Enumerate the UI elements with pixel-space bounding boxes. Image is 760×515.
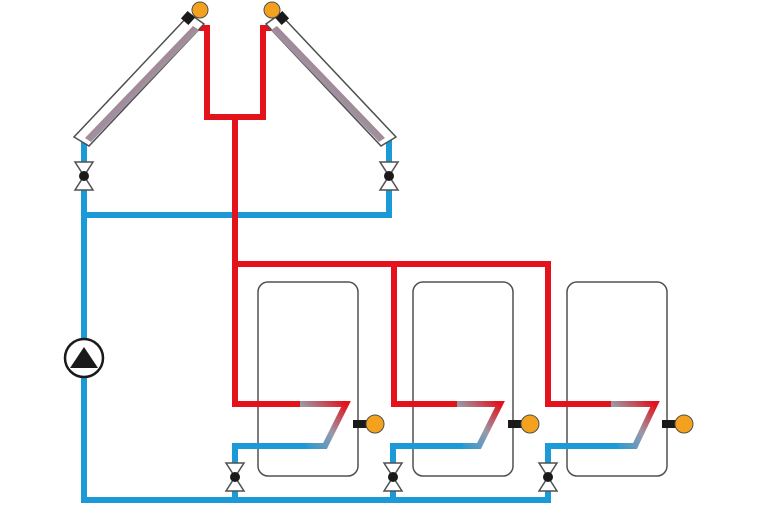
- valve-tank-2: [382, 462, 404, 492]
- tank-1-sensor: [353, 414, 385, 434]
- circulation-pump: [63, 337, 105, 379]
- hot-pipe-collector-outlets: [204, 25, 266, 120]
- tank-2-sensor: [508, 414, 540, 434]
- temperature-sensor-tank-2: [520, 414, 540, 434]
- valve-tank-1: [224, 462, 246, 492]
- pump-direction-icon: [70, 347, 98, 368]
- collector-left: [72, 10, 206, 147]
- heat-exchanger-coil-tank-3: [611, 401, 660, 449]
- temperature-sensor-collector-right: [263, 1, 281, 19]
- heat-exchanger-coil-tank-2: [457, 401, 505, 449]
- temperature-sensor-tank-1: [365, 414, 385, 434]
- temperature-sensor-tank-3: [674, 414, 694, 434]
- collector-right: [264, 10, 398, 147]
- valve-collector-left: [73, 161, 95, 191]
- collector-left-sensor-mount: [180, 10, 196, 26]
- valve-tank-3: [537, 462, 559, 492]
- heat-exchanger-coil-tank-1: [300, 401, 351, 449]
- temperature-sensor-collector-left: [191, 1, 209, 19]
- tank-3-sensor: [662, 414, 694, 434]
- valve-collector-right: [378, 161, 400, 191]
